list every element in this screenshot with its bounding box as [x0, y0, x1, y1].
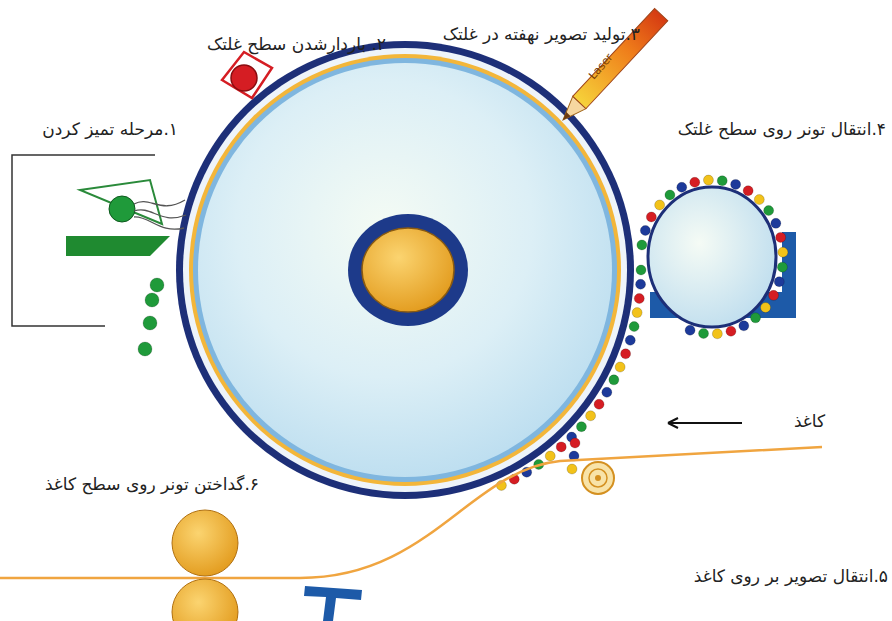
toner-particle	[776, 232, 786, 242]
toner-particle	[567, 464, 577, 474]
toner-particle	[777, 262, 787, 272]
toner-particle	[665, 190, 675, 200]
toner-particle	[150, 278, 164, 292]
toner-particle	[703, 175, 713, 185]
toner-particle	[632, 308, 642, 318]
toner-particle	[629, 322, 639, 332]
toner-particle	[570, 438, 580, 448]
transfer-roller	[582, 462, 614, 494]
toner-particle	[576, 422, 586, 432]
transfer-roller	[595, 475, 601, 481]
toner-particle	[625, 335, 635, 345]
toner-particle	[771, 218, 781, 228]
toner-particle	[677, 182, 687, 192]
drum-axle	[362, 228, 454, 312]
step-label: ۵.انتقال تصویر بر روی کاغذ	[694, 566, 888, 586]
toner-particle	[778, 247, 788, 257]
charge-bracket	[222, 52, 272, 98]
step-label: ۶.گداختن تونر روی سطح کاغذ	[45, 474, 259, 494]
toner-particle	[556, 442, 566, 452]
toner-particle	[545, 451, 555, 461]
drum-hub	[348, 214, 468, 326]
toner-particle	[690, 177, 700, 187]
developer-roller	[648, 187, 776, 327]
drum-layer	[189, 54, 621, 486]
toner-particle	[761, 303, 771, 313]
drum-layer	[193, 58, 617, 482]
toner-particle	[636, 279, 646, 289]
toner-particle	[743, 186, 753, 196]
waste-toner	[138, 278, 164, 356]
toner-particle	[621, 349, 631, 359]
cleaning-blade	[66, 236, 170, 256]
paper-guide	[304, 586, 362, 621]
toner-particle	[145, 293, 159, 307]
toner-particle	[634, 293, 644, 303]
toner-particle	[586, 411, 596, 421]
step-label: ۱.مرحله تمیز کردن	[42, 119, 178, 139]
toner-particle	[646, 212, 656, 222]
transfer-roller	[589, 469, 607, 487]
fuser-roller	[172, 510, 238, 576]
developer-toner	[637, 175, 788, 339]
toner-particle	[655, 200, 665, 210]
toner-particle	[615, 362, 625, 372]
step-label: ۳.تولید تصویر نهفته در غلتک	[443, 24, 640, 44]
fuser-roller	[172, 579, 238, 621]
drum-body	[198, 63, 612, 477]
toner-particle	[609, 375, 619, 385]
toner-particle	[717, 176, 727, 186]
toner-particle	[754, 195, 764, 205]
toner-particle	[602, 387, 612, 397]
toner-particle	[769, 290, 779, 300]
toner-particle	[637, 240, 647, 250]
toner-particle	[594, 399, 604, 409]
toner-particle	[774, 277, 784, 287]
toner-particle	[636, 265, 646, 275]
step-label: ۴.انتقال تونر روی سطح غلتک	[678, 119, 886, 139]
brush-bristles	[134, 200, 186, 229]
cleaning-brush	[109, 196, 135, 222]
charge-roller	[231, 65, 257, 91]
toner-particle	[751, 313, 761, 323]
toner-particle	[726, 326, 736, 336]
paper-direction-arrow	[668, 418, 742, 428]
toner-particle	[138, 342, 152, 356]
toner-particle	[739, 321, 749, 331]
toner-particle	[143, 316, 157, 330]
paper	[0, 447, 822, 578]
toner-particle	[731, 179, 741, 189]
step-label: ۲. باردارشدن سطح غلتک	[207, 34, 386, 54]
paper-label: کاغذ	[794, 411, 825, 431]
toner-particle	[712, 329, 722, 339]
toner-particle	[685, 325, 695, 335]
toner-particle	[764, 206, 774, 216]
drum-rim	[176, 41, 634, 499]
toner-particle	[640, 225, 650, 235]
toner-particle	[699, 328, 709, 338]
drum-gap	[183, 48, 627, 492]
